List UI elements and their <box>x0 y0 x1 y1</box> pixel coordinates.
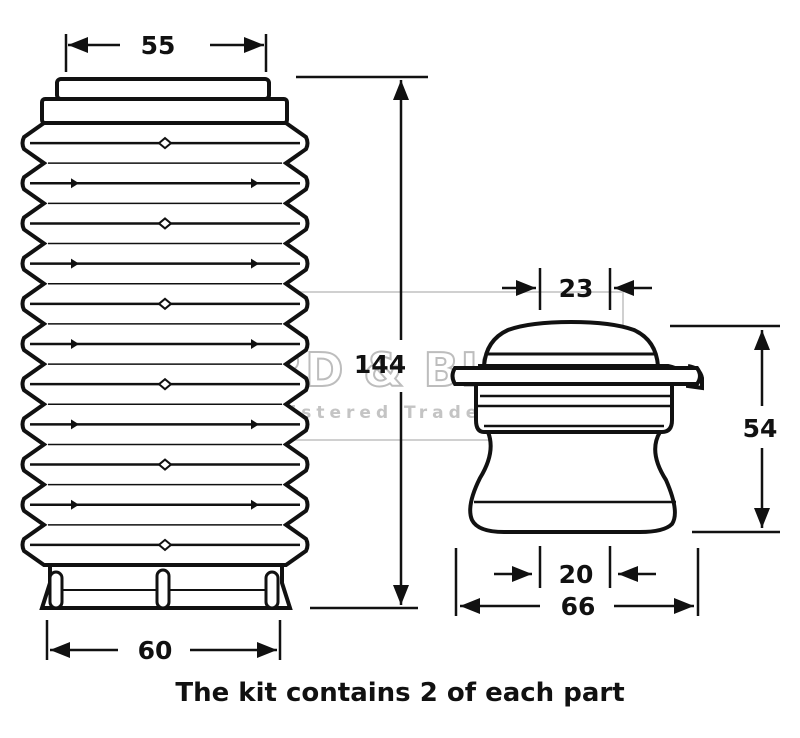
bump-stop-bore-dimension: 20 <box>494 546 656 589</box>
bellows-rib-marker <box>251 419 259 430</box>
bellows-vent-marker <box>157 377 173 391</box>
bellows-rib-marker <box>71 499 79 510</box>
bellows-height-dimension: 144 <box>296 75 428 610</box>
bellows-vent-marker <box>157 136 173 150</box>
bellows-rib-marker <box>251 178 259 189</box>
bump-stop-top-dimension: 23 <box>502 268 652 310</box>
bellows-base <box>39 563 293 610</box>
bellows-top-width-label: 55 <box>141 31 176 60</box>
bump-stop-height-dimension: 54 <box>670 324 780 534</box>
bellows-convolutions <box>20 121 310 567</box>
bellows-rib-marker <box>251 499 259 510</box>
bellows-part <box>20 77 310 610</box>
kit-caption: The kit contains 2 of each part <box>175 678 625 708</box>
bellows-vent-marker <box>157 217 173 230</box>
bump-stop-base-dimension: 66 <box>454 548 700 621</box>
bellows-rib-marker <box>251 258 259 269</box>
bellows-rib-marker <box>71 339 79 349</box>
bump-stop-top-width-label: 23 <box>559 274 594 303</box>
bellows-rib-marker <box>71 258 79 269</box>
bellows-vent-marker <box>157 538 173 552</box>
bellows-vent-marker <box>157 297 173 311</box>
bellows-bottom-width-label: 60 <box>138 636 173 665</box>
bellows-height-label: 144 <box>354 350 406 379</box>
bellows-rib-marker <box>251 339 259 349</box>
bellows-vent-marker <box>157 458 173 471</box>
bump-stop-height-label: 54 <box>743 414 778 443</box>
bellows-top-dimension: 55 <box>64 31 268 72</box>
bump-stop-bore-label: 20 <box>559 560 594 589</box>
bellows-rib-marker <box>71 178 79 189</box>
bellows-bottom-dimension: 60 <box>45 620 282 665</box>
bump-stop-base-width-label: 66 <box>561 592 596 621</box>
bump-stop-part <box>450 319 704 534</box>
bellows-rib-marker <box>71 419 79 430</box>
